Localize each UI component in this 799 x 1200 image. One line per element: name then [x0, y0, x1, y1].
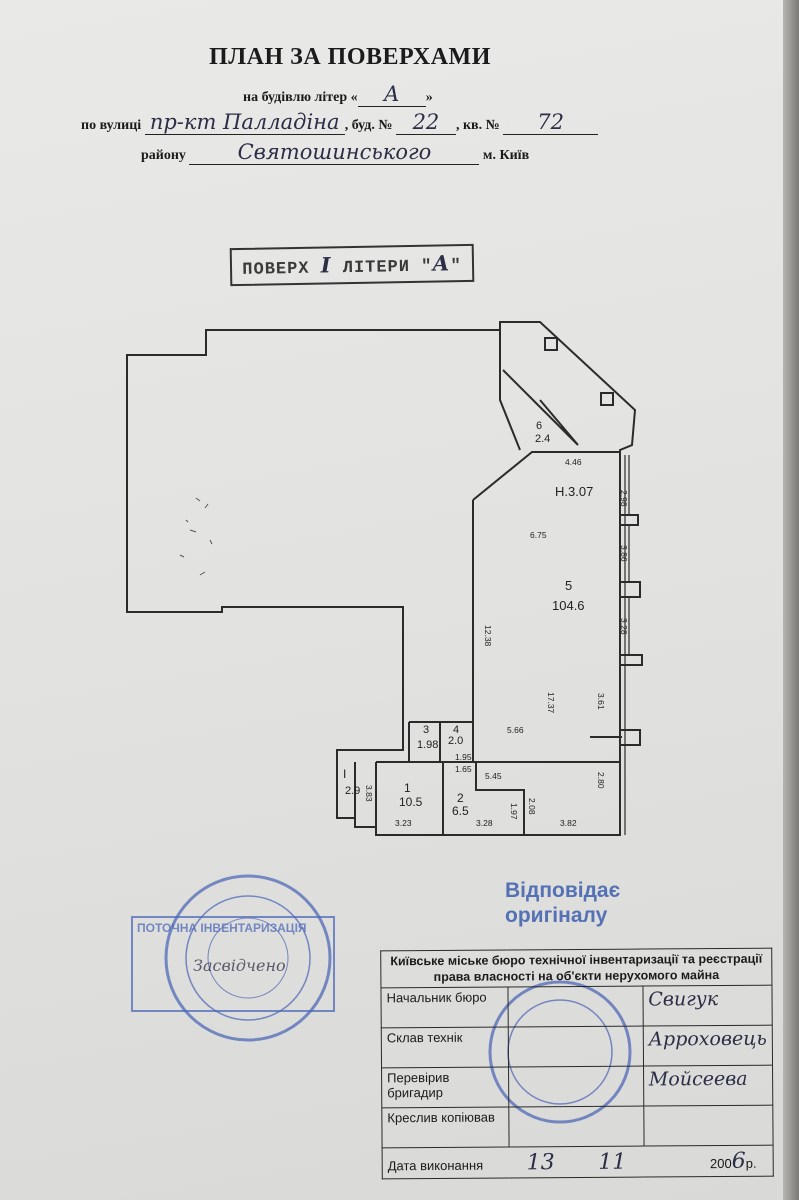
- room-3-area: 1.98: [417, 739, 438, 751]
- column-marker: [600, 392, 614, 406]
- district-line: району Святошинського м. Київ: [141, 140, 529, 165]
- role-cell: Начальник бюро: [380, 986, 508, 1028]
- document-title: ПЛАН ЗА ПОВЕРХАМИ: [209, 44, 491, 70]
- name-cell: [643, 1105, 774, 1147]
- room-5-area: 104.6: [552, 598, 585, 613]
- room-2-number: 2: [457, 791, 464, 805]
- role-cell: Склав технік: [381, 1026, 509, 1068]
- apartment-value: 72: [537, 110, 564, 134]
- ceiling-height: Н.3.07: [555, 484, 593, 499]
- verification-line-2: оригіналу: [505, 904, 608, 927]
- date-year-digit: 6: [731, 1148, 746, 1174]
- dimension: 3.28: [619, 618, 629, 635]
- dimension: 3.28: [476, 818, 493, 828]
- dimension: 1.95: [455, 752, 472, 762]
- date-suffix: р.: [745, 1155, 757, 1171]
- signature-cell: [507, 986, 644, 1027]
- street-line: по вулиці пр-кт Палладіна, буд. № 22, кв…: [81, 110, 599, 135]
- building-number-label: буд. №: [351, 118, 393, 133]
- room-6-area: 2.4: [535, 433, 550, 445]
- city-label: м. Київ: [482, 148, 530, 163]
- role-cell: Перевірив бригадир: [381, 1066, 509, 1108]
- date-month: 11: [598, 1149, 627, 1175]
- column-marker: [544, 337, 558, 351]
- paper-edge: [783, 0, 799, 1200]
- signature-cell: [508, 1066, 644, 1107]
- floor-plan: 6 2.4 Н.3.07 5 104.6 3 1.98 4 2.0 I 2.9 …: [126, 321, 643, 1124]
- dimension: 2.08: [527, 798, 537, 815]
- inventory-stamp-signature: Засвідчено: [193, 956, 286, 975]
- room-3-number: 3: [423, 724, 429, 736]
- room-I-number: I: [343, 767, 346, 781]
- street-label: по вулиці: [81, 118, 142, 133]
- dimension: 17.37: [546, 692, 556, 714]
- bureau-title-block: Київське міське бюро технічної інвентари…: [380, 948, 774, 1180]
- street-value: пр-кт Палладіна: [149, 110, 340, 134]
- date-day: 13: [526, 1150, 555, 1176]
- dimension: 3.82: [560, 818, 577, 828]
- building-number-value: 22: [412, 110, 440, 134]
- dimension: 3.61: [596, 693, 606, 710]
- dimension: 2.80: [596, 772, 606, 789]
- room-2-area: 6.5: [452, 804, 469, 818]
- bureau-header: Київське міське бюро технічної інвентари…: [380, 948, 772, 988]
- dimension: 6.75: [530, 530, 547, 540]
- verification-line-1: Відповідає: [505, 879, 621, 902]
- district-label: району: [141, 148, 186, 163]
- official-round-seal: [164, 874, 332, 1042]
- name-cell: Мойсеева: [643, 1065, 773, 1107]
- date-row: Дата виконання 13 11 2006р.: [382, 1145, 774, 1179]
- apartment-label: кв. №: [462, 118, 500, 133]
- room-6-number: 6: [536, 420, 542, 432]
- interior-partitions: [354, 721, 620, 835]
- document-sheet: [0, 0, 783, 1200]
- signature-cell: [507, 1026, 644, 1067]
- dimension: 12.38: [483, 625, 493, 647]
- verification-stamp: Відповідає оригіналу: [505, 878, 620, 928]
- room-5-number: 5: [565, 578, 572, 593]
- dimension: 1.65: [455, 764, 472, 774]
- building-label: на будівлю літер «: [243, 90, 358, 105]
- role-cell: Креслив копіював: [381, 1106, 509, 1148]
- dimension: 5.45: [485, 771, 502, 781]
- signature-cell: [508, 1106, 644, 1147]
- dimension: 3.83: [364, 785, 374, 802]
- room-I-area: 2.9: [345, 785, 360, 797]
- dimension: 3.23: [395, 818, 412, 828]
- dimension: 2.98: [619, 490, 629, 507]
- date-label: Дата виконання: [387, 1157, 484, 1174]
- room-1-area: 10.5: [399, 795, 423, 809]
- dimension: 5.66: [507, 725, 524, 735]
- dimension: 3.86: [619, 545, 629, 562]
- building-letter: А: [383, 82, 400, 106]
- dimension: 1.97: [509, 803, 519, 820]
- room-1-number: 1: [404, 781, 411, 795]
- dimension: 4.46: [565, 457, 582, 467]
- copy-seal: [488, 980, 632, 1124]
- adjacent-premises-outline: [126, 321, 637, 836]
- window-bays: [590, 514, 643, 746]
- plan-specks: [179, 497, 213, 576]
- district-value: Святошинського: [237, 140, 432, 164]
- name-cell: Арроховець: [643, 1025, 773, 1067]
- room-4-area: 2.0: [448, 735, 463, 747]
- building-line: на будівлю літер « А »: [243, 82, 433, 107]
- exterior-wall-double: [624, 455, 630, 835]
- room-4-number: 4: [453, 724, 459, 736]
- apartment-diagonal-wall: [472, 330, 620, 762]
- date-year-prefix: 200: [709, 1155, 732, 1172]
- inventory-stamp-text: ПОТОЧНА ІНВЕНТАРИЗАЦІЯ: [137, 921, 307, 935]
- inventory-stamp: ПОТОЧНА ІНВЕНТАРИЗАЦІЯ Засвідчено: [131, 916, 335, 1012]
- building-suffix: »: [425, 90, 433, 105]
- name-cell: Свигук: [642, 985, 773, 1027]
